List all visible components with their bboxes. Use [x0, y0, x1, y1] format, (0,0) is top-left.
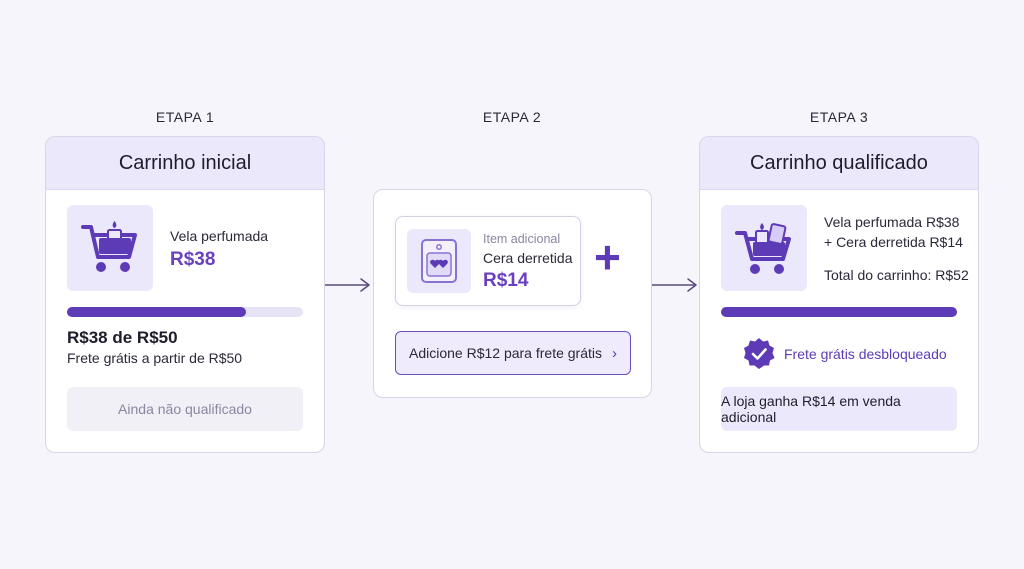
wax-melt-icon [407, 229, 471, 293]
free-shipping-progress-bar [67, 307, 303, 317]
shopping-cart-full-icon [721, 205, 807, 291]
plus-icon: + [594, 231, 621, 283]
progress-fill [67, 307, 247, 317]
progress-text: R$38 de R$50 [67, 328, 178, 347]
progress-fill [721, 307, 957, 317]
cart-line-2: + Cera derretida R$14 [824, 234, 963, 250]
cart-line-1: Vela perfumada R$38 [824, 214, 960, 230]
item-price: R$14 [483, 270, 529, 291]
shopping-cart-candle-icon [67, 205, 153, 291]
initial-cart-title: Carrinho inicial [46, 137, 324, 190]
unlocked-text: Frete grátis desbloqueado [784, 346, 947, 362]
arrow-right-icon [325, 278, 370, 292]
item-name: Cera derretida [483, 250, 573, 266]
additional-item-card: Item adicional Cera derretida R$14 [395, 216, 581, 306]
add-for-free-shipping-button[interactable]: Adicione R$12 para frete grátis › [395, 331, 631, 375]
step-3-label: ETAPA 3 [809, 109, 869, 125]
qualified-cart-card: Carrinho qualificado Vela perfumada R$38… [699, 136, 979, 453]
item-kicker: Item adicional [483, 232, 561, 246]
cta-label: Adicione R$12 para frete grátis [409, 345, 602, 361]
free-shipping-progress-bar [721, 307, 957, 317]
revenue-note: A loja ganha R$14 em venda adicional [721, 387, 957, 431]
cart-total: Total do carrinho: R$52 [824, 267, 969, 283]
chevron-right-icon: › [612, 344, 617, 362]
threshold-text: Frete grátis a partir de R$50 [67, 350, 243, 366]
check-badge-icon [744, 338, 775, 369]
arrow-right-icon [652, 278, 697, 292]
qualified-cart-title: Carrinho qualificado [700, 137, 978, 190]
step-2-label: ETAPA 2 [482, 109, 542, 125]
free-shipping-unlocked: Frete grátis desbloqueado [742, 337, 947, 371]
item-name: Vela perfumada [170, 228, 269, 244]
step-1-label: ETAPA 1 [155, 109, 215, 125]
not-qualified-status: Ainda não qualificado [67, 387, 303, 431]
add-item-card: Item adicional Cera derretida R$14 + Adi… [373, 189, 652, 398]
item-price: R$38 [170, 249, 216, 270]
initial-cart-card: Carrinho inicial Vela perfumada R$38 R$3… [45, 136, 325, 453]
